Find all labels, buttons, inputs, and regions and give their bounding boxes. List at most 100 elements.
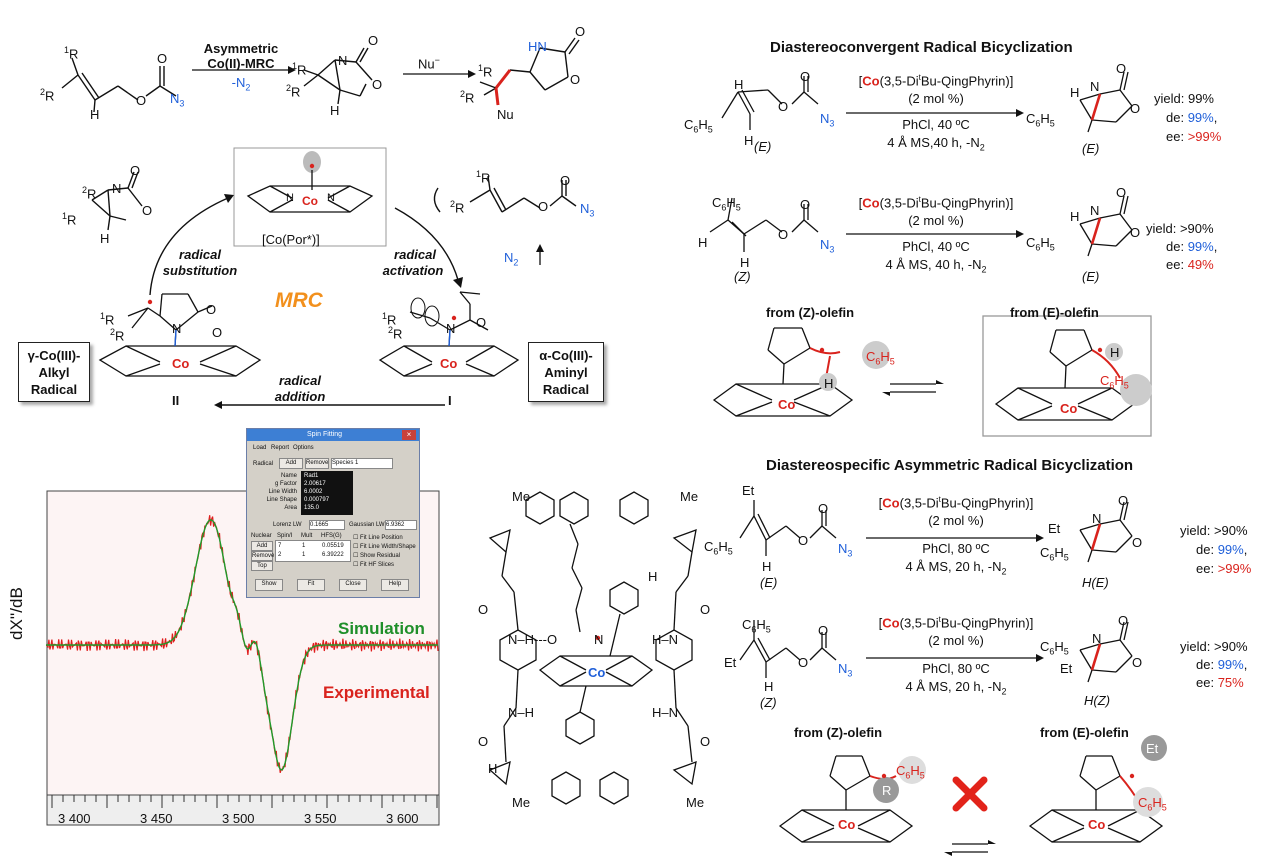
from-z-label: from (Z)-olefin bbox=[766, 305, 855, 320]
epr-xtick-label: 3 550 bbox=[304, 811, 337, 826]
checkbox-group[interactable]: ☐ Fit Line Position ☐ Fit Line Width/Shap… bbox=[353, 533, 417, 573]
o-label: O bbox=[798, 655, 809, 670]
n3-label: N3 bbox=[820, 237, 835, 255]
co-center: Co bbox=[838, 817, 856, 832]
param-label: Area bbox=[284, 505, 297, 511]
c6h5-label: C6H5 bbox=[742, 617, 771, 635]
menu-options[interactable]: Options bbox=[293, 445, 314, 451]
r1-label: 1R bbox=[476, 169, 491, 186]
nuclear-remove-button[interactable]: Remove bbox=[251, 551, 275, 561]
show-button[interactable]: Show bbox=[255, 579, 283, 591]
fit-option-checkbox[interactable]: ☐ Fit HF Slices bbox=[353, 562, 395, 568]
o-label: O bbox=[1116, 185, 1127, 200]
minus-n2-label: -N2 bbox=[231, 75, 251, 93]
r1-label: 1R bbox=[64, 45, 79, 62]
n-label: N bbox=[446, 321, 456, 336]
cell: 6.39222 bbox=[322, 552, 344, 558]
ee-label: ee: >99% bbox=[1166, 129, 1222, 144]
param-value: 0.000797 bbox=[304, 497, 330, 503]
me-label: Me bbox=[680, 489, 699, 504]
h-label: H bbox=[734, 77, 744, 92]
o-label: O bbox=[476, 315, 487, 330]
o-label: O bbox=[798, 533, 809, 548]
nuclear-top-button[interactable]: Top bbox=[251, 561, 273, 571]
lorentz-input[interactable]: 0.1665 bbox=[309, 520, 345, 530]
c6h5-red: C6H5 bbox=[896, 763, 925, 781]
add-radical-button[interactable]: Add bbox=[279, 458, 303, 469]
epr-xtick-label: 3 500 bbox=[222, 811, 255, 826]
epr-xtick-label: 3 600 bbox=[386, 811, 419, 826]
cycle-graphics bbox=[91, 147, 577, 409]
alpha-box-line-3: Radical bbox=[542, 382, 590, 397]
fit-button[interactable]: Fit bbox=[297, 579, 325, 591]
h-label: H bbox=[648, 569, 658, 584]
r2-label: 2R bbox=[450, 199, 465, 216]
asymmetric-label: Asymmetric bbox=[203, 41, 279, 56]
de-label: de: 99%, bbox=[1166, 239, 1218, 254]
geometry-label: (Z) bbox=[760, 695, 777, 710]
et-ball-label: Et bbox=[1146, 741, 1159, 756]
o-label: O bbox=[130, 163, 141, 178]
geometry-label: (E) bbox=[760, 575, 778, 590]
param-label: g Factor bbox=[274, 481, 297, 487]
col-mult: Mult bbox=[301, 533, 313, 539]
nuclear-table[interactable]: 7 1 0.05519 2 1 6.39222 bbox=[275, 540, 351, 562]
et-label: Et bbox=[1060, 661, 1073, 676]
o-label: O bbox=[778, 99, 789, 114]
yield-label: yield: 99% bbox=[1154, 91, 1214, 106]
h-label: H bbox=[1070, 209, 1080, 224]
top-reaction-structures bbox=[61, 37, 580, 113]
loading-label: (2 mol %) bbox=[908, 213, 964, 228]
remove-radical-button[interactable]: Remove bbox=[305, 458, 329, 469]
product-geometry: H(Z) bbox=[1084, 693, 1111, 708]
param-value: 135.0 bbox=[304, 505, 320, 511]
menu-report[interactable]: Report bbox=[271, 445, 290, 451]
co-center: Co bbox=[588, 665, 606, 680]
o-label: O bbox=[1116, 61, 1127, 76]
o-label: O bbox=[800, 69, 811, 84]
species-select[interactable]: Species 1 bbox=[331, 458, 393, 469]
n-label: N bbox=[594, 632, 604, 647]
fit-option-checkbox[interactable]: ☐ Show Residual bbox=[353, 553, 401, 559]
o-label: O bbox=[1118, 613, 1129, 628]
fit-option-checkbox[interactable]: ☐ Fit Line Position bbox=[353, 535, 403, 541]
cell: 2 bbox=[278, 552, 282, 558]
from-e-label: from (E)-olefin bbox=[1040, 725, 1129, 740]
conditions-1: PhCl, 80 ºC bbox=[922, 541, 990, 556]
radical-activation-label-1: radical bbox=[394, 247, 436, 262]
me-label: Me bbox=[512, 795, 531, 810]
geometry-label: (Z) bbox=[734, 269, 751, 284]
conditions-2: 4 Å MS, 20 h, -N2 bbox=[905, 679, 1007, 697]
nuclear-add-button[interactable]: Add bbox=[251, 541, 273, 551]
n-label: N bbox=[338, 53, 348, 68]
from-e-label: from (E)-olefin bbox=[1010, 305, 1099, 320]
h-label: H bbox=[740, 255, 750, 270]
intermediate-ii-label: II bbox=[172, 393, 180, 408]
mrc-label: MRC bbox=[275, 289, 323, 312]
col-hfs: HFS(G) bbox=[321, 533, 342, 539]
geometry-label: (E) bbox=[754, 139, 772, 154]
help-button[interactable]: Help bbox=[381, 579, 409, 591]
cell: 1 bbox=[302, 543, 306, 549]
o-label: O bbox=[206, 302, 217, 317]
radical-substitution-label-1: radical bbox=[179, 247, 221, 262]
catalyst-label: [Co(3,5-DitBu-QingPhyrin)] bbox=[858, 195, 1014, 211]
window-close-button[interactable]: × bbox=[402, 430, 416, 440]
co-center: Co bbox=[440, 356, 458, 371]
menu-load[interactable]: Load bbox=[253, 445, 267, 451]
c6h5-red: C6H5 bbox=[1100, 373, 1129, 391]
gamma-box-line-1: γ-Co(III)- bbox=[27, 348, 81, 363]
r2-label: 2R bbox=[110, 327, 125, 344]
close-button[interactable]: Close bbox=[339, 579, 367, 591]
nu-label: Nu bbox=[497, 107, 514, 122]
spin-fitting-window: Spin Fitting × Load Report Options Radic… bbox=[246, 428, 420, 598]
conditions-2: 4 Å MS, 40 h, -N2 bbox=[885, 257, 987, 275]
fit-option-checkbox[interactable]: ☐ Fit Line Width/Shape bbox=[353, 544, 416, 550]
gauss-input[interactable]: 6.9362 bbox=[385, 520, 417, 530]
radical-addition-label-1: radical bbox=[279, 373, 321, 388]
o-label: O bbox=[700, 734, 711, 749]
c6h5-label: C6H5 bbox=[1040, 639, 1069, 657]
nh-label: N–H bbox=[508, 705, 535, 720]
alpha-radical-box: α-Co(III)- Aminyl Radical bbox=[528, 342, 604, 402]
